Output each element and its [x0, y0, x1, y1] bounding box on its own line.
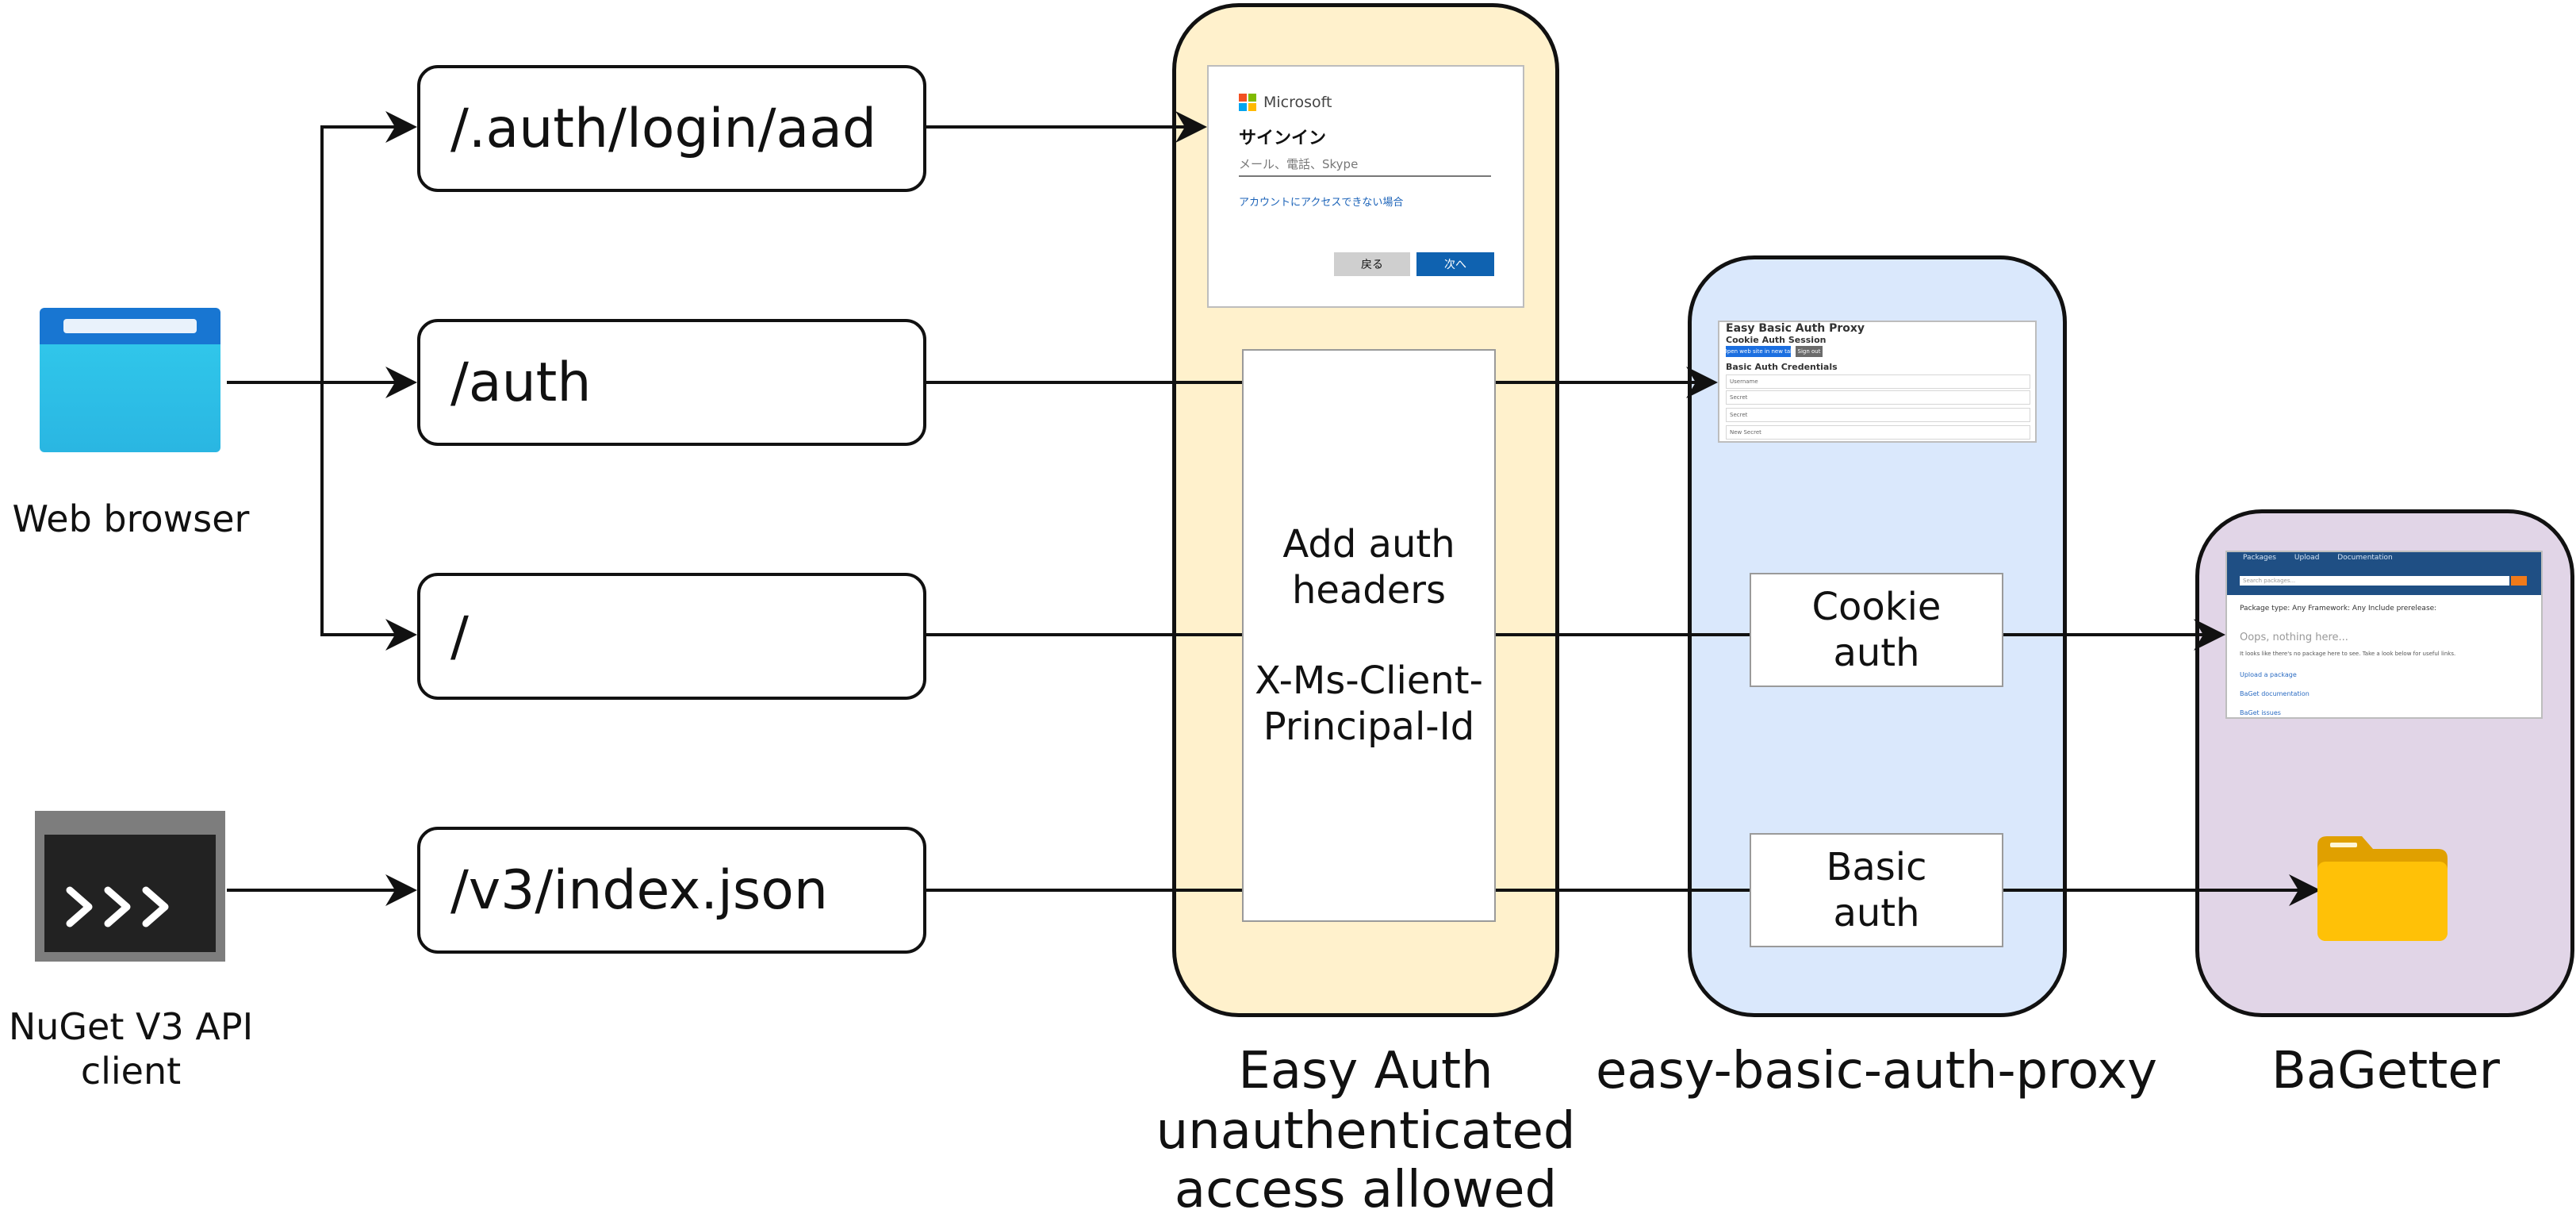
microsoft-brand-text: Microsoft: [1263, 94, 1332, 111]
proxy-username-row: Username: [1726, 374, 2030, 389]
nuget-label-line1: NuGet V3 API: [8, 1005, 254, 1048]
bagetter-nav-bar: [2227, 552, 2541, 595]
bagetter-docs-link[interactable]: BaGet documentation: [2240, 690, 2310, 697]
tab-packages[interactable]: Packages: [2243, 554, 2276, 562]
nuget-label-line2: client: [80, 1050, 182, 1093]
signin-cant-access-link[interactable]: アカウントにアクセスできない場合: [1239, 197, 1404, 209]
route-login-aad[interactable]: /.auth/login/aad: [417, 65, 926, 192]
bagetter-search-button[interactable]: [2511, 576, 2527, 586]
bagetter-empty-hint: It looks like there's no package here to…: [2240, 651, 2456, 657]
tab-documentation[interactable]: Documentation: [2337, 554, 2393, 562]
bagetter-page-screenshot: Packages Upload Documentation Search pac…: [2225, 551, 2543, 719]
proxy-page-screenshot: Easy Basic Auth Proxy Cookie Auth Sessio…: [1718, 321, 2037, 443]
tab-upload[interactable]: Upload: [2294, 554, 2320, 562]
signin-title: サインイン: [1239, 129, 1327, 148]
microsoft-brand: Microsoft: [1239, 94, 1332, 111]
signin-email-field[interactable]: メール、電話、Skype: [1239, 156, 1491, 177]
headers-line4: Principal-Id: [1263, 705, 1475, 749]
signin-back-button[interactable]: 戻る: [1334, 252, 1410, 276]
add-auth-headers-box: Add auth headers X-Ms-Client- Principal-…: [1242, 349, 1496, 922]
route-v3-index[interactable]: /v3/index.json: [417, 827, 926, 954]
microsoft-signin-screenshot: Microsoft サインイン メール、電話、Skype アカウントにアクセスで…: [1207, 65, 1524, 308]
proxy-page-title: Easy Basic Auth Proxy: [1726, 322, 1865, 335]
proxy-secret-row-2: Secret: [1726, 408, 2030, 422]
route-root[interactable]: /: [417, 573, 926, 700]
proxy-secret-row: Secret: [1726, 390, 2030, 405]
microsoft-logo-icon: [1239, 94, 1256, 111]
terminal-icon: [35, 811, 225, 962]
bagetter-tabs: Packages Upload Documentation: [2243, 554, 2409, 562]
browser-icon: [40, 308, 220, 452]
headers-line3: X-Ms-Client-: [1255, 659, 1483, 703]
browser-label: Web browser: [12, 497, 250, 540]
proxy-zone-label: easy-basic-auth-proxy: [1595, 1042, 2158, 1100]
proxy-new-secret-row: New Secret: [1726, 425, 2030, 440]
bagetter-issues-link[interactable]: BaGet issues: [2240, 709, 2281, 716]
easy-auth-zone-label-line3: access allowed: [1174, 1161, 1558, 1219]
basic-auth-line2: auth: [1833, 891, 1920, 935]
bagetter-search-input[interactable]: Search packages...: [2240, 576, 2509, 586]
cookie-auth-line1: Cookie: [1811, 585, 1942, 629]
headers-line2: headers: [1291, 568, 1447, 612]
proxy-session-heading: Cookie Auth Session: [1726, 335, 1827, 345]
folder-icon: [2317, 836, 2448, 941]
easy-auth-zone-label-line2: unauthenticated: [1156, 1102, 1576, 1161]
bagetter-filters: Package type: Any Framework: Any Include…: [2240, 605, 2437, 612]
easy-auth-zone-label-line1: Easy Auth: [1238, 1042, 1493, 1100]
branch-to-root-connector: [320, 382, 417, 651]
basic-auth-box: Basic auth: [1750, 833, 2003, 947]
proxy-credentials-heading: Basic Auth Credentials: [1726, 362, 1838, 372]
signin-next-button[interactable]: 次へ: [1416, 252, 1494, 276]
basic-auth-line1: Basic: [1826, 845, 1927, 889]
cookie-auth-box: Cookie auth: [1750, 573, 2003, 687]
route-auth[interactable]: /auth: [417, 319, 926, 446]
bagetter-upload-link[interactable]: Upload a package: [2240, 671, 2297, 678]
proxy-sign-out-button[interactable]: Sign out: [1796, 346, 1823, 357]
bagetter-empty-heading: Oops, nothing here...: [2240, 632, 2348, 643]
proxy-open-site-button[interactable]: Open web site in new tab: [1726, 346, 1791, 357]
headers-line1: Add auth: [1282, 522, 1455, 566]
bagetter-zone-label: BaGetter: [2271, 1042, 2500, 1100]
cookie-auth-line2: auth: [1833, 631, 1920, 675]
branch-to-login-connector: [320, 111, 417, 382]
